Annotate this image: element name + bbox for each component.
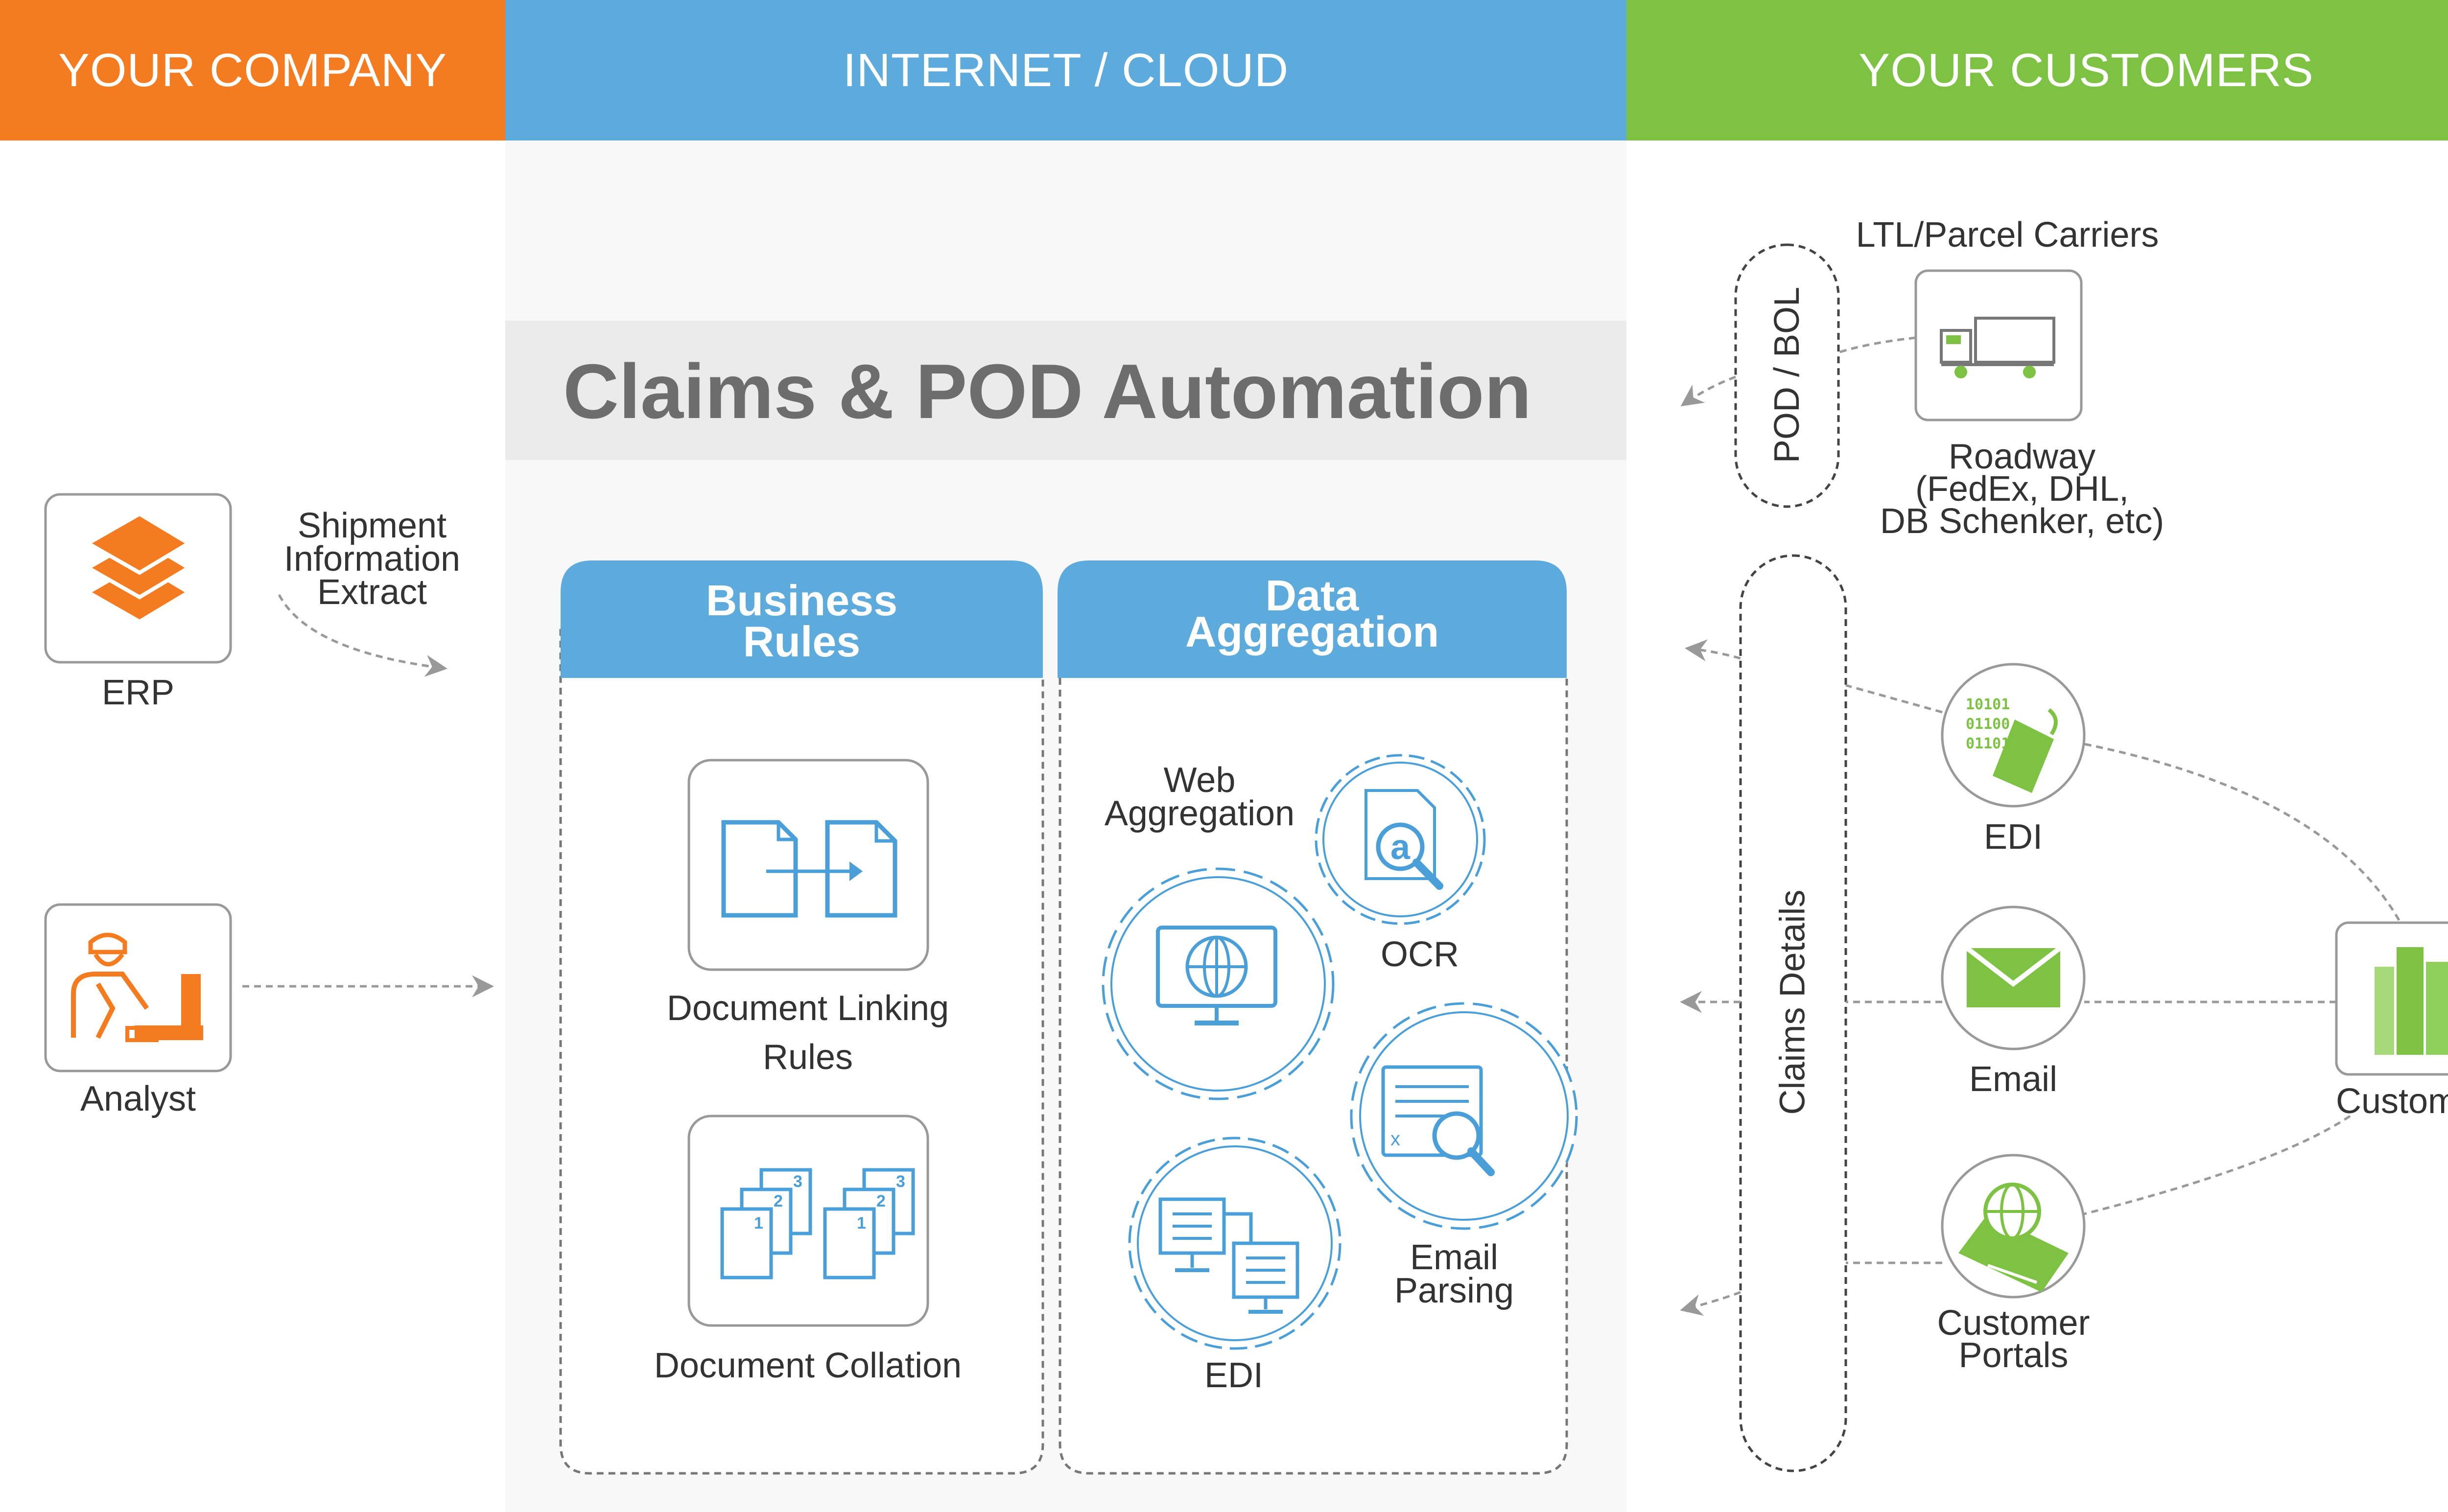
truck-icon — [1914, 269, 2083, 421]
svg-text:x: x — [1390, 1128, 1400, 1150]
carriers-label: LTL/Parcel Carriers — [1856, 215, 2159, 255]
erp-label: ERP — [101, 673, 175, 712]
roadway-label: Roadway (FedEx, DHL, DB Schenker, etc) — [1880, 437, 2165, 541]
header-your-company: YOUR COMPANY — [0, 0, 505, 140]
edi-binary-line: 01100 — [1966, 716, 2010, 733]
customers-label: Customers — [2335, 1082, 2448, 1121]
document-collation-label: Document Collation — [654, 1346, 962, 1385]
edi-gear-label: EDI — [1204, 1356, 1264, 1395]
ocr-label: OCR — [1381, 935, 1459, 974]
customer-portals-label: Customer Portals — [1937, 1303, 2090, 1375]
building-icon — [2335, 921, 2448, 1076]
claims-details-pill — [1739, 554, 1847, 1472]
shipment-extract-arrow — [278, 594, 447, 677]
svg-text:3: 3 — [896, 1172, 905, 1191]
edi-to-claims-line — [1845, 684, 1943, 714]
shipment-extract-label: Shipment Information Extract — [283, 506, 461, 612]
edi-label: EDI — [1983, 817, 2043, 857]
page-title: Claims & POD Automation — [563, 349, 1532, 435]
header-your-customers: YOUR CUSTOMERS — [1626, 0, 2448, 140]
edi-binary-line: 10101 — [1966, 696, 2010, 713]
svg-text:1: 1 — [754, 1214, 763, 1233]
business-rules-title: Business Rules — [706, 576, 898, 666]
email-label: Email — [1969, 1060, 2058, 1099]
edi-binary-line: 01101 — [1966, 735, 2010, 752]
customers-to-portal-line — [2084, 1115, 2351, 1215]
edi-monitors-icon — [1158, 1197, 1299, 1314]
title-band — [505, 321, 1626, 460]
document-link-icon — [687, 759, 929, 971]
pod-bol-pill — [1734, 243, 1840, 508]
customers-to-edi-line — [2084, 743, 2401, 921]
svg-text:2: 2 — [876, 1192, 886, 1210]
header-your-customers-label: YOUR CUSTOMERS — [1859, 44, 2314, 96]
pod-bol-label: POD / BOL — [1767, 286, 1807, 464]
email-parsing-label: Email Parsing — [1394, 1238, 1514, 1310]
claims-output-arrow-bottom — [1680, 1291, 1741, 1316]
edi-binary-text: 10101 01100 01101 — [1966, 695, 2020, 754]
email-envelope-icon — [1941, 906, 2086, 1050]
worker-at-desk-icon — [44, 903, 232, 1072]
document-linking-label: Document Linking Rules — [666, 989, 949, 1077]
analyst-label: Analyst — [80, 1079, 196, 1118]
web-aggregation-label: Web Aggregation — [1104, 761, 1295, 833]
edi-document-icon — [1941, 663, 2086, 808]
claims-details-label: Claims Details — [1773, 889, 1812, 1115]
ocr-document-icon: a — [1365, 789, 1443, 890]
carrier-to-pod-line — [1838, 336, 1916, 354]
svg-text:1: 1 — [857, 1214, 866, 1233]
svg-text:3: 3 — [793, 1172, 802, 1191]
pod-output-arrow — [1680, 375, 1736, 407]
svg-text:2: 2 — [774, 1192, 783, 1210]
document-stacks-icon: 321 321 — [687, 1115, 929, 1327]
header-internet-cloud: INTERNET / CLOUD — [505, 0, 1626, 140]
stacked-layers-icon — [44, 493, 232, 664]
customer-portal-icon — [1941, 1154, 2086, 1299]
svg-text:a: a — [1390, 828, 1411, 867]
header-your-company-label: YOUR COMPANY — [58, 44, 447, 96]
claims-output-arrow-top — [1685, 639, 1741, 661]
header-internet-cloud-label: INTERNET / CLOUD — [843, 44, 1289, 96]
data-aggregation-title: Data Aggregation — [1185, 571, 1439, 656]
email-parsing-icon: x — [1381, 1065, 1495, 1176]
globe-monitor-icon — [1156, 926, 1277, 1025]
